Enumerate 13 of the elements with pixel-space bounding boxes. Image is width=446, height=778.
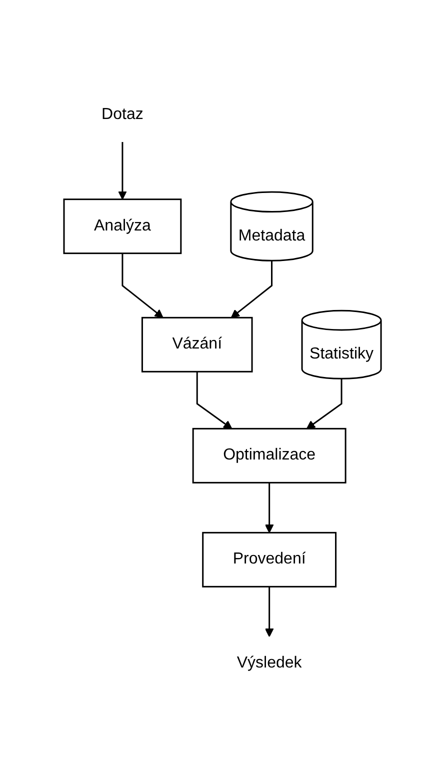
arrow xyxy=(231,260,273,318)
node-box: Vázání xyxy=(142,316,254,372)
arrow xyxy=(122,252,164,318)
arrow xyxy=(306,378,343,429)
node-text: Dotaz xyxy=(102,106,144,123)
node-box: Provedení xyxy=(202,532,338,588)
arrow xyxy=(196,371,233,429)
arrow xyxy=(265,482,274,533)
arrow xyxy=(118,142,128,200)
node-text: Výsledek xyxy=(237,654,302,672)
node-box: Optimalizace xyxy=(192,428,347,484)
arrow xyxy=(265,586,274,637)
node-box: Analýza xyxy=(64,198,182,254)
